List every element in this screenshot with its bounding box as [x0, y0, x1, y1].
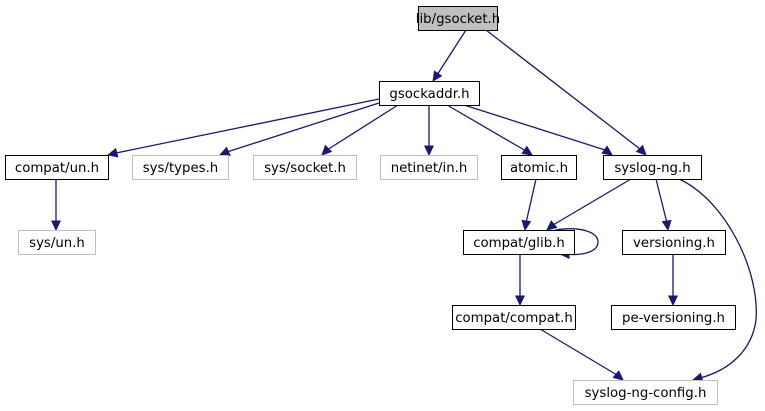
edge-line [446, 104, 527, 152]
node-box [611, 305, 736, 330]
edge-gsocket-to-syslog-ng [485, 29, 647, 156]
node-label: netinet/in.h [391, 161, 468, 176]
arrowhead-icon [668, 295, 678, 307]
edge-compat-un-to-sys-un [51, 179, 61, 232]
node-box [132, 155, 229, 180]
node-box [418, 6, 498, 31]
arrowhead-icon [106, 147, 119, 158]
edge-gsockaddr-to-atomic [446, 104, 533, 156]
edge-gsocket-to-gsockaddr [432, 29, 467, 82]
node-label: syslog-ng-config.h [585, 386, 707, 401]
arrowhead-icon [635, 144, 647, 156]
node-box [573, 380, 718, 405]
node-label: pe-versioning.h [622, 311, 725, 326]
edge-line [436, 29, 467, 76]
arrowhead-icon [601, 145, 613, 156]
node-compat-compat[interactable]: compat/compat.h [452, 305, 576, 330]
node-syslog-ng-config: syslog-ng-config.h [573, 380, 718, 405]
nodes-layer: lib/gsocket.h gsockaddr.h compat/un.h sys/t… [5, 6, 736, 405]
node-gsockaddr[interactable]: gsockaddr.h [379, 81, 480, 106]
edge-syslog-ng-to-versioning [655, 178, 672, 232]
node-syslog-ng[interactable]: syslog-ng.h [603, 155, 702, 180]
edge-line [463, 104, 606, 151]
node-label: versioning.h [633, 236, 715, 251]
node-label: gsockaddr.h [389, 87, 469, 102]
node-label: sys/types.h [143, 161, 219, 176]
node-atomic[interactable]: atomic.h [501, 155, 577, 180]
node-label: sys/socket.h [264, 161, 346, 176]
arrowhead-icon [546, 220, 558, 231]
node-sys-socket: sys/socket.h [253, 155, 357, 180]
node-label: syslog-ng.h [614, 161, 690, 176]
node-label: compat/compat.h [455, 311, 573, 326]
node-label: sys/un.h [29, 236, 85, 251]
node-sys-types: sys/types.h [132, 155, 229, 180]
edge-syslog-ng-to-compat-glib [546, 178, 632, 231]
edge-line [539, 328, 618, 376]
edge-line [115, 98, 380, 154]
arrowhead-icon [424, 145, 434, 157]
edge-line [485, 29, 641, 150]
node-box [463, 230, 575, 255]
node-pe-versioning[interactable]: pe-versioning.h [611, 305, 736, 330]
node-box [501, 155, 577, 180]
node-netinet-in: netinet/in.h [380, 155, 478, 180]
node-box [380, 155, 478, 180]
edge-versioning-to-pe-versioning [668, 254, 678, 307]
node-gsocket[interactable]: lib/gsocket.h [416, 6, 500, 31]
edge-line [655, 178, 668, 224]
arrowhead-icon [321, 144, 333, 156]
edge-line [552, 178, 632, 226]
edge-line [326, 104, 399, 151]
node-label: atomic.h [510, 161, 568, 176]
arrowhead-icon [515, 295, 525, 307]
node-box [379, 81, 480, 106]
node-box [5, 155, 109, 180]
node-label: compat/glib.h [473, 236, 565, 251]
edge-line [554, 228, 599, 256]
arrowhead-icon [51, 220, 61, 232]
edge-line [525, 178, 537, 224]
edge-gsockaddr-to-netinet-in [424, 105, 434, 157]
edge-gsockaddr-to-sys-types [218, 102, 380, 156]
node-box [622, 230, 726, 255]
edge-gsockaddr-to-sys-socket [321, 104, 399, 156]
arrowhead-icon [521, 145, 533, 156]
edge-gsockaddr-to-syslog-ng [463, 104, 613, 156]
node-box [253, 155, 357, 180]
edge-syslog-ng-to-syslog-ng-config [678, 178, 757, 383]
node-sys-un: sys/un.h [18, 230, 96, 255]
edge-line [678, 178, 757, 379]
arrowhead-icon [521, 219, 532, 232]
node-compat-un[interactable]: compat/un.h [5, 155, 109, 180]
node-versioning[interactable]: versioning.h [622, 230, 726, 255]
edge-atomic-to-compat-glib [521, 178, 537, 232]
node-compat-glib[interactable]: compat/glib.h [463, 230, 575, 255]
node-label: lib/gsocket.h [416, 12, 500, 27]
edge-compat-glib-to-compat-compat [515, 254, 525, 307]
node-box [18, 230, 96, 255]
arrowhead-icon [612, 370, 624, 381]
edge-line [226, 102, 380, 153]
edge-gsockaddr-to-compat-un [106, 98, 380, 158]
arrowhead-icon [218, 146, 231, 156]
node-box [603, 155, 702, 180]
node-box [452, 305, 576, 330]
edge-compat-compat-to-syslog-ng-config [539, 328, 624, 381]
node-label: compat/un.h [15, 161, 99, 176]
arrowhead-icon [661, 219, 672, 232]
arrowhead-icon [432, 70, 443, 82]
